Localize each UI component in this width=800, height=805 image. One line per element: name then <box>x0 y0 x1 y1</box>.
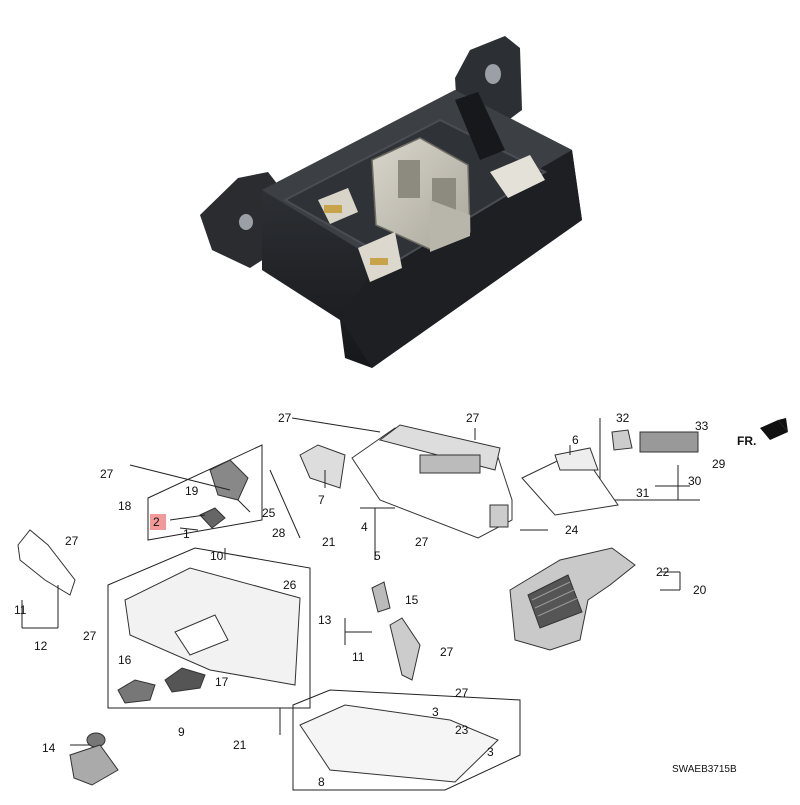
glovebox <box>124 567 301 686</box>
callout-17: 17 <box>215 675 229 689</box>
callout-15: 15 <box>405 593 419 607</box>
callout-27: 27 <box>466 411 480 425</box>
callout-8: 8 <box>318 775 325 789</box>
callout-27: 27 <box>65 534 79 548</box>
clip-32 <box>611 429 633 451</box>
group-box-8 <box>292 689 521 791</box>
callout-27: 27 <box>440 645 454 659</box>
callout-33: 33 <box>695 419 709 433</box>
bracket-13 <box>389 617 421 681</box>
key-set <box>69 732 119 786</box>
callout-23: 23 <box>455 723 469 737</box>
group-box-9 <box>107 547 311 709</box>
callout-11: 11 <box>14 603 27 617</box>
callout-12: 12 <box>34 639 48 653</box>
callout-26: 26 <box>283 578 297 592</box>
callout-6: 6 <box>572 433 579 447</box>
switch-photo <box>200 36 582 368</box>
bulb-15 <box>371 581 391 613</box>
side-trim <box>509 547 636 651</box>
exploded-diagram: FR. <box>14 411 788 791</box>
callout-19: 19 <box>185 484 199 498</box>
callout-30: 30 <box>688 474 702 488</box>
diagram-code: SWAEB3715B <box>672 764 737 775</box>
callout-labels: 27 27 27 27 27 27 27 27 18 19 2 1 25 28 … <box>14 411 737 789</box>
bracket-29-31 <box>599 418 700 501</box>
callout-7: 7 <box>318 493 325 507</box>
dashboard-bracket <box>351 424 513 539</box>
callout-14: 14 <box>42 741 56 755</box>
callout-13: 13 <box>318 613 332 627</box>
connector-29 <box>639 431 699 453</box>
callout-3: 3 <box>487 745 494 759</box>
cover-panel <box>521 447 619 516</box>
callout-22: 22 <box>656 565 670 579</box>
callout-9: 9 <box>178 725 185 739</box>
callout-32: 32 <box>616 411 630 425</box>
callout-2: 2 <box>153 515 160 529</box>
callout-31: 31 <box>636 486 650 500</box>
leader-lines <box>21 417 681 746</box>
callout-27: 27 <box>455 686 469 700</box>
callout-27: 27 <box>415 535 429 549</box>
callout-27: 27 <box>278 411 292 425</box>
callout-24: 24 <box>565 523 579 537</box>
latch-16 <box>117 679 156 704</box>
callout-4: 4 <box>361 520 368 534</box>
lock-mechanism <box>209 459 249 501</box>
lower-tray <box>299 704 499 783</box>
callout-29: 29 <box>712 457 726 471</box>
highlight-box-2 <box>150 514 166 530</box>
front-direction-label: FR. <box>737 434 756 448</box>
callout-3: 3 <box>432 705 439 719</box>
contact-lower <box>358 232 402 282</box>
callout-27: 27 <box>100 467 114 481</box>
callout-28: 28 <box>272 526 286 540</box>
callout-21: 21 <box>322 535 336 549</box>
callout-18: 18 <box>118 499 132 513</box>
callout-11: 11 <box>352 650 365 664</box>
side-bracket <box>17 529 76 596</box>
callout-5: 5 <box>374 549 381 563</box>
trim-piece <box>299 444 346 489</box>
mount-hole-right <box>485 64 501 84</box>
callout-16: 16 <box>118 653 132 667</box>
callout-27: 27 <box>83 629 97 643</box>
callout-20: 20 <box>693 583 707 597</box>
callout-25: 25 <box>262 506 276 520</box>
mount-hole-left <box>239 214 253 230</box>
front-arrow-icon: FR. <box>737 418 788 448</box>
callout-21: 21 <box>233 738 247 752</box>
latch-17 <box>164 667 206 693</box>
switch-part-2 <box>199 507 226 529</box>
callout-10: 10 <box>210 549 224 563</box>
callout-1: 1 <box>183 527 190 541</box>
